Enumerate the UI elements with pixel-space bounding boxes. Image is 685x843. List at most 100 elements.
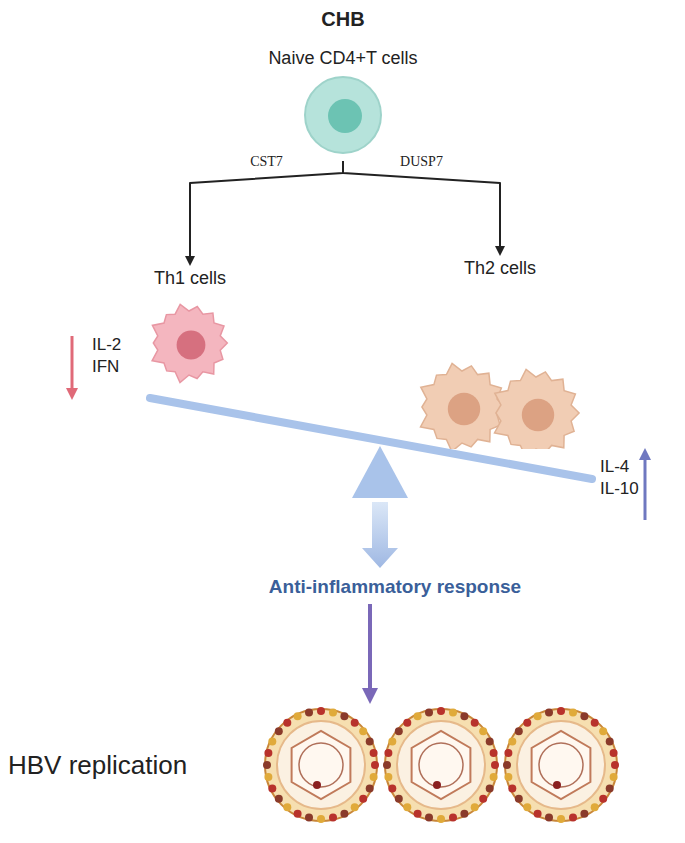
surface-protein <box>275 795 283 803</box>
surface-protein <box>581 712 589 720</box>
surface-protein <box>370 749 378 757</box>
surface-protein <box>491 761 499 769</box>
surface-protein <box>269 784 277 792</box>
surface-protein <box>425 814 433 822</box>
surface-protein <box>490 749 498 757</box>
surface-protein <box>389 784 397 792</box>
surface-protein <box>534 712 542 720</box>
surface-protein <box>486 784 494 792</box>
surface-protein <box>524 803 532 811</box>
surface-protein <box>524 719 532 727</box>
node-heading: Th1 cells <box>154 268 226 289</box>
cell-body <box>495 370 580 450</box>
naive-cell-figure <box>298 69 388 159</box>
surface-protein <box>610 773 618 781</box>
surface-protein <box>305 814 313 822</box>
surface-protein <box>461 712 469 720</box>
surface-protein <box>389 738 397 746</box>
connector <box>368 604 372 696</box>
surface-protein <box>461 810 469 818</box>
surface-protein <box>371 761 379 769</box>
surface-protein <box>317 707 325 715</box>
surface-protein <box>449 814 457 822</box>
viral-dna <box>539 743 583 787</box>
node-heading: Anti-inflammatory response <box>269 576 521 598</box>
surface-protein <box>329 708 337 716</box>
balance-pivot <box>352 446 408 498</box>
surface-protein <box>404 719 412 727</box>
cell-node: Naive CD4+T cells <box>268 48 417 159</box>
surface-protein <box>606 738 614 746</box>
surface-protein <box>395 795 403 803</box>
surface-protein <box>471 719 479 727</box>
surface-protein <box>404 803 412 811</box>
surface-protein <box>341 712 349 720</box>
cell-nucleus <box>522 399 554 431</box>
surface-protein <box>437 815 445 823</box>
node-heading: Naive CD4+T cells <box>268 48 417 69</box>
surface-protein <box>515 727 523 735</box>
surface-protein <box>610 749 618 757</box>
cytokine-label: IL-4 IL-10 <box>600 456 650 500</box>
cell-node: Anti-inflammatory response <box>269 576 521 598</box>
surface-protein <box>505 749 513 757</box>
node-heading: HBV replication <box>8 750 187 781</box>
surface-protein <box>263 761 271 769</box>
cell-body <box>421 364 506 450</box>
cell-body <box>305 77 381 153</box>
surface-protein <box>351 719 359 727</box>
surface-protein <box>534 810 542 818</box>
surface-protein <box>545 708 553 716</box>
connector <box>190 161 343 262</box>
surface-protein <box>275 727 283 735</box>
node-heading: Th2 cells <box>464 258 536 279</box>
surface-protein <box>284 803 292 811</box>
surface-protein <box>269 738 277 746</box>
surface-protein <box>515 795 523 803</box>
surface-protein <box>599 727 607 735</box>
cell-node: Th2 cells <box>410 258 590 449</box>
surface-protein <box>545 814 553 822</box>
title: CHB <box>321 8 364 31</box>
cell-body <box>152 304 227 382</box>
surface-protein <box>557 707 565 715</box>
virion-envelope <box>385 709 497 821</box>
surface-protein <box>557 815 565 823</box>
surface-protein <box>351 803 359 811</box>
polymerase <box>313 781 321 789</box>
surface-protein <box>490 773 498 781</box>
capsid <box>532 731 591 799</box>
surface-protein <box>471 803 479 811</box>
surface-protein <box>486 738 494 746</box>
cell-nucleus <box>177 331 206 360</box>
decrease-arrow <box>71 336 74 394</box>
surface-protein <box>359 795 367 803</box>
surface-protein <box>505 773 513 781</box>
virion-envelope <box>265 709 377 821</box>
virion-envelope <box>505 709 617 821</box>
virus-figure <box>201 700 631 830</box>
viral-dna <box>419 743 463 787</box>
surface-protein <box>265 773 273 781</box>
surface-protein <box>606 784 614 792</box>
surface-protein <box>385 773 393 781</box>
virion-membrane <box>397 721 485 809</box>
surface-protein <box>569 814 577 822</box>
virion-membrane <box>277 721 365 809</box>
polymerase <box>433 781 441 789</box>
surface-protein <box>341 810 349 818</box>
surface-protein <box>425 708 433 716</box>
surface-protein <box>305 708 313 716</box>
connector <box>343 161 500 252</box>
surface-protein <box>437 707 445 715</box>
surface-protein <box>383 761 391 769</box>
surface-protein <box>370 773 378 781</box>
surface-protein <box>414 810 422 818</box>
surface-protein <box>385 749 393 757</box>
surface-protein <box>479 727 487 735</box>
surface-protein <box>317 815 325 823</box>
surface-protein <box>359 727 367 735</box>
surface-protein <box>599 795 607 803</box>
cell-node: HBV replication <box>8 700 631 830</box>
surface-protein <box>509 784 517 792</box>
